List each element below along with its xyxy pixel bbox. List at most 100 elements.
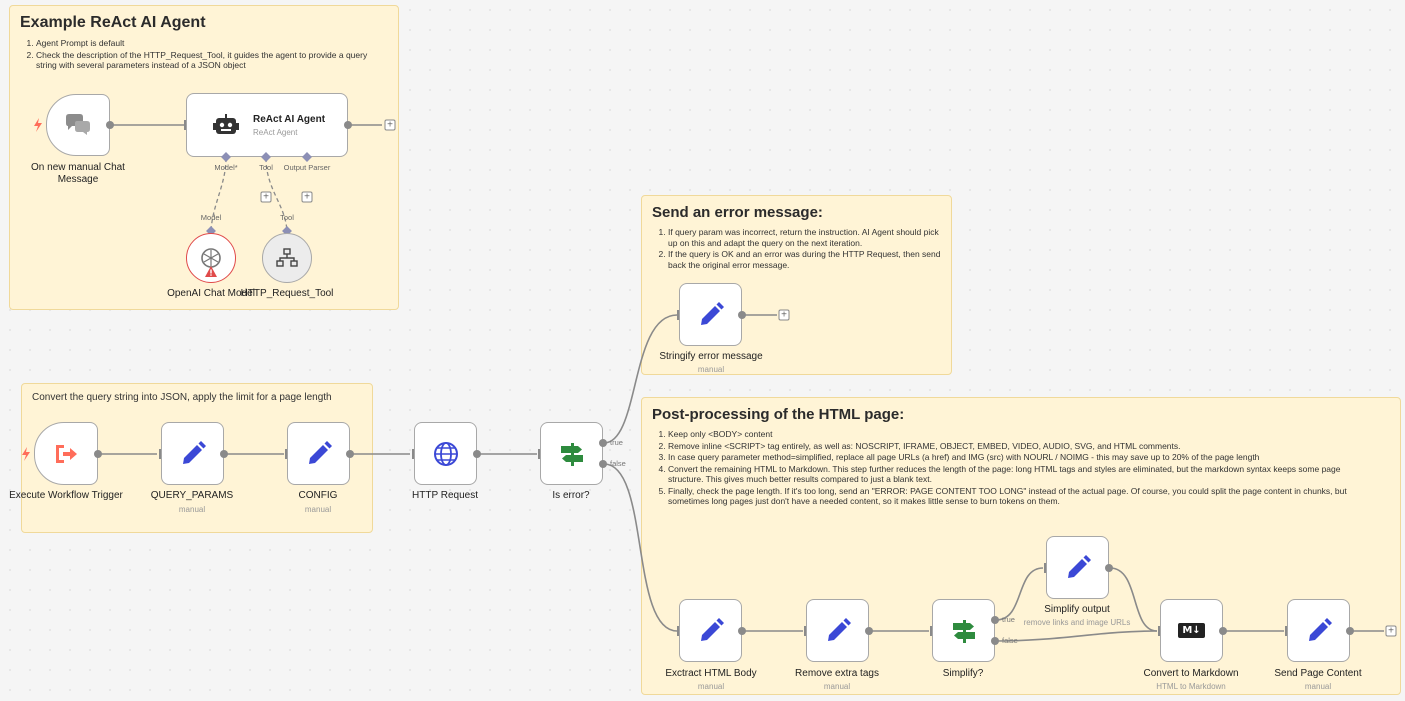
output-port[interactable] <box>1346 627 1354 635</box>
branch-label-true: true <box>610 438 623 447</box>
note-list: Keep only <BODY> content Remove inline <… <box>652 429 1368 507</box>
node-title: ReAct AI Agent <box>253 113 326 125</box>
note-item: Check the description of the HTTP_Reques… <box>36 50 388 71</box>
output-port[interactable] <box>220 450 228 458</box>
node-label: Exctract HTML Body <box>665 668 757 679</box>
send-page-content-node[interactable] <box>1287 599 1350 662</box>
node-label: Simplify output <box>1044 604 1110 615</box>
note-item: If query param was incorrect, return the… <box>668 227 941 248</box>
pencil-icon <box>700 617 724 641</box>
node-subtitle: manual <box>1304 682 1332 691</box>
node-subtitle: manual <box>178 505 206 514</box>
note-list: If query param was incorrect, return the… <box>652 227 941 270</box>
node-label: Stringify error message <box>659 351 763 362</box>
add-tool-button[interactable]: + <box>260 191 272 203</box>
chat-bubbles-icon <box>66 114 90 135</box>
add-parser-button[interactable]: + <box>301 191 313 203</box>
node-label: HTTP Request <box>412 490 478 501</box>
false-output-port[interactable] <box>991 637 999 645</box>
note-item: Convert the remaining HTML to Markdown. … <box>668 464 1368 485</box>
pencil-icon <box>700 301 724 325</box>
port-label-model: Model <box>200 213 222 222</box>
note-item: Agent Prompt is default <box>36 38 388 49</box>
edge-simplifyout-markdown <box>1109 567 1158 632</box>
node-label: Send Page Content <box>1274 668 1362 679</box>
note-title: Example ReAct AI Agent <box>20 14 206 31</box>
query-params-node[interactable] <box>161 422 224 485</box>
simplify-output-node[interactable] <box>1046 536 1109 599</box>
edge-true-simplifyout <box>995 567 1044 621</box>
output-port[interactable] <box>865 627 873 635</box>
pencil-icon <box>182 440 206 464</box>
globe-icon <box>433 441 458 466</box>
pencil-icon <box>308 440 332 464</box>
output-port[interactable] <box>344 121 352 129</box>
note-item: Keep only <BODY> content <box>668 429 1368 440</box>
node-label: Message <box>57 174 99 185</box>
output-port[interactable] <box>738 311 746 319</box>
warning-icon <box>205 266 217 277</box>
node-label: CONFIG <box>298 490 338 501</box>
false-output-port[interactable] <box>599 460 607 468</box>
http-request-tool-node[interactable] <box>262 233 312 283</box>
note-item: If the query is OK and an error was duri… <box>668 249 941 270</box>
note-list: Agent Prompt is default Check the descri… <box>20 38 388 71</box>
execute-workflow-trigger-node[interactable] <box>34 422 98 485</box>
react-agent-node[interactable]: ReAct AI Agent ReAct Agent <box>186 93 348 157</box>
node-label: Is error? <box>552 490 590 501</box>
remove-extra-tags-node[interactable] <box>806 599 869 662</box>
chat-trigger-node[interactable] <box>46 94 110 156</box>
node-label: Convert to Markdown <box>1143 668 1239 679</box>
config-node[interactable] <box>287 422 350 485</box>
node-label: Remove extra tags <box>795 668 879 679</box>
true-output-port[interactable] <box>991 616 999 624</box>
output-port[interactable] <box>94 450 102 458</box>
pencil-icon <box>1308 617 1332 641</box>
output-port[interactable] <box>106 121 114 129</box>
node-label: HTTP_Request_Tool <box>240 288 334 299</box>
http-request-node[interactable] <box>414 422 477 485</box>
true-output-port[interactable] <box>599 439 607 447</box>
edge-tool <box>265 157 288 233</box>
add-node-button[interactable]: + <box>1385 625 1397 637</box>
extract-html-body-node[interactable] <box>679 599 742 662</box>
node-subtitle: ReAct Agent <box>253 127 298 137</box>
node-label: Execute Workflow Trigger <box>9 490 123 501</box>
output-port[interactable] <box>346 450 354 458</box>
note-title: Send an error message: <box>652 204 823 221</box>
branch-label-false: false <box>1002 636 1018 645</box>
node-label: QUERY_PARAMS <box>150 490 234 501</box>
output-port[interactable] <box>738 627 746 635</box>
trigger-bolt-icon <box>22 447 30 461</box>
signpost-icon <box>952 619 975 643</box>
note-text: Convert the query string into JSON, appl… <box>32 392 332 403</box>
is-error-node[interactable] <box>540 422 603 485</box>
node-label: Simplify? <box>942 668 984 679</box>
port-label-tool: Tool <box>259 163 273 172</box>
signpost-icon <box>560 442 583 466</box>
trigger-bolt-icon <box>34 118 42 132</box>
output-port[interactable] <box>1105 564 1113 572</box>
markdown-icon: M↓ <box>1178 623 1205 638</box>
node-subtitle: manual <box>304 505 332 514</box>
output-port[interactable] <box>473 450 481 458</box>
port-label-tool: Tool <box>280 213 294 222</box>
simplify-switch-node[interactable] <box>932 599 995 662</box>
node-subtitle: HTML to Markdown <box>1156 682 1226 691</box>
edge-false-markdown <box>995 630 1158 642</box>
note-item: Remove inline <SCRIPT> tag entirely, as … <box>668 441 1368 452</box>
sticky-note-post[interactable]: Post-processing of the HTML page: Keep o… <box>641 397 1401 695</box>
network-icon <box>276 248 298 267</box>
exit-icon <box>56 444 77 463</box>
node-subtitle: remove links and image URLs <box>1023 618 1131 627</box>
stringify-error-node[interactable] <box>679 283 742 346</box>
node-subtitle: manual <box>697 682 725 691</box>
add-node-button[interactable]: + <box>384 119 396 131</box>
note-item: Finally, check the page length. If it's … <box>668 486 1368 507</box>
convert-to-markdown-node[interactable]: M↓ <box>1160 599 1223 662</box>
output-port[interactable] <box>1219 627 1227 635</box>
node-label: On new manual Chat <box>31 162 125 173</box>
note-title: Post-processing of the HTML page: <box>652 406 905 423</box>
add-node-button[interactable]: + <box>778 309 790 321</box>
